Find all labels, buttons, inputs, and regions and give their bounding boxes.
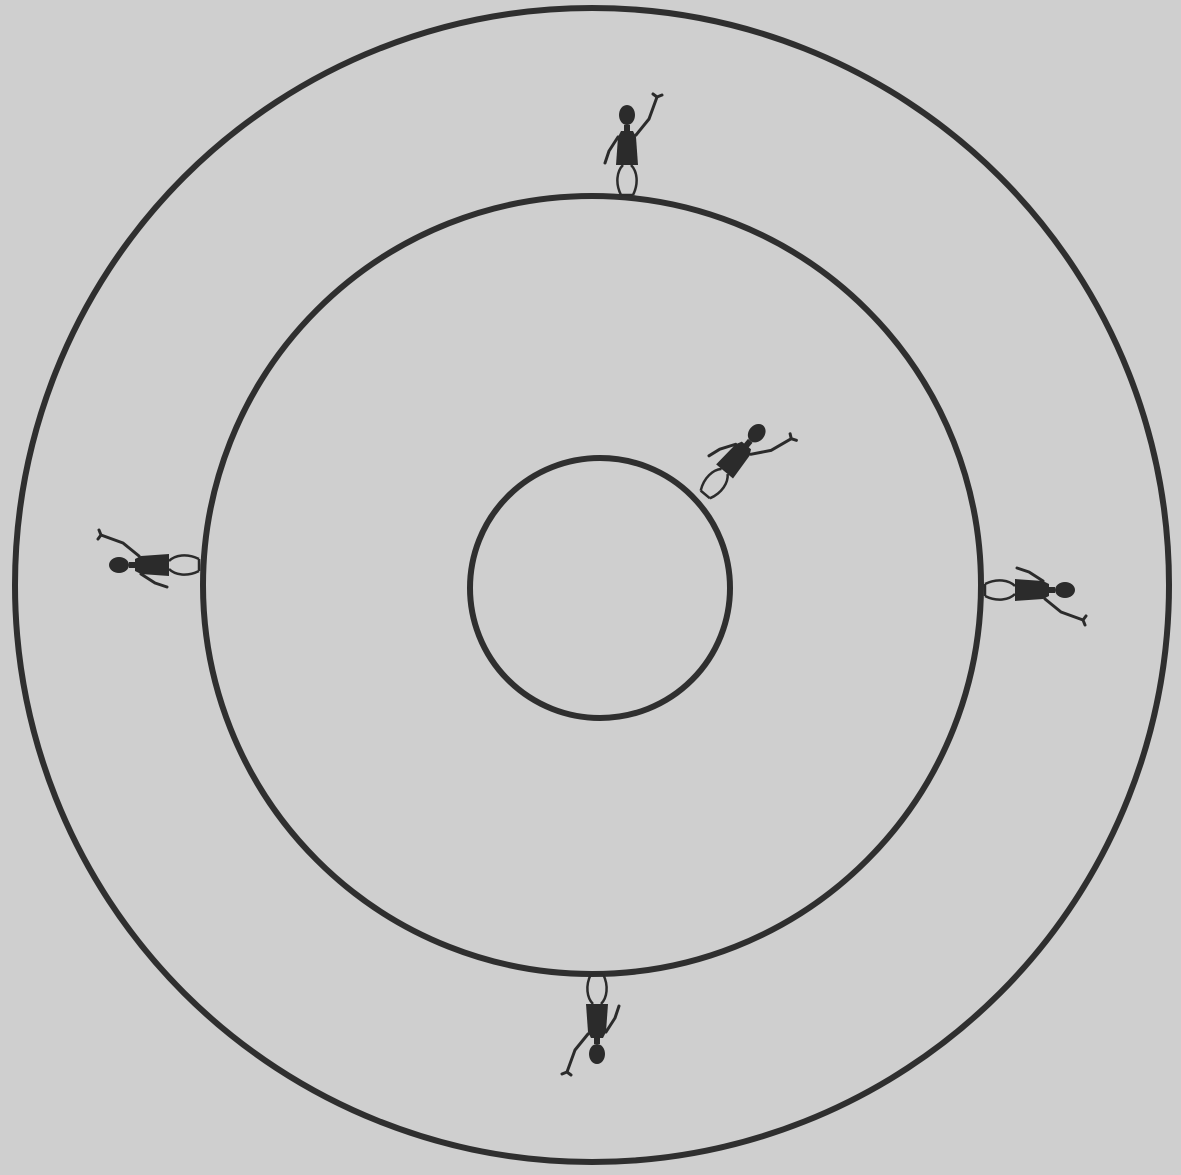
middle-ring xyxy=(203,196,981,974)
figure-inner xyxy=(688,403,797,517)
figure-right xyxy=(985,568,1086,625)
figure-left xyxy=(98,530,199,587)
figure-top xyxy=(605,94,662,195)
figure-bottom xyxy=(562,974,619,1075)
inner-ring xyxy=(470,458,730,718)
outer-ring xyxy=(15,8,1169,1162)
